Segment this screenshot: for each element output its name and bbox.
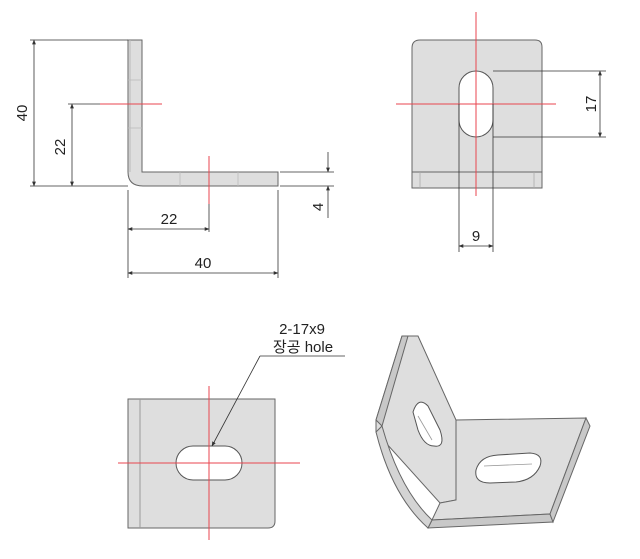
iso-vertical-edge: [375, 335, 409, 427]
callout-label: 장공 hole: [273, 339, 333, 356]
callout-spec: 2-17x9: [279, 321, 325, 338]
dim-width-total: 40: [195, 255, 212, 272]
front-view-flange: [411, 171, 543, 189]
dim-slot-height: 17: [583, 96, 600, 113]
dim-thickness: 4: [310, 203, 327, 211]
iso-horizontal-slot: [475, 452, 542, 484]
dim-slot-width: 9: [472, 228, 480, 245]
bottom-view: 2-17x9 장공 hole: [118, 321, 345, 540]
side-view-profile: [127, 39, 279, 187]
iso-vertical-slot: [412, 401, 443, 447]
front-view: 17 9: [396, 12, 606, 252]
dim-height-hole: 22: [52, 139, 69, 156]
dim-width-hole: 22: [161, 211, 178, 228]
dim-height-total: 40: [14, 105, 31, 122]
isometric-view: [375, 335, 591, 529]
side-view: 40 22 22 40 4: [14, 39, 334, 278]
callout-leader: [211, 355, 261, 447]
